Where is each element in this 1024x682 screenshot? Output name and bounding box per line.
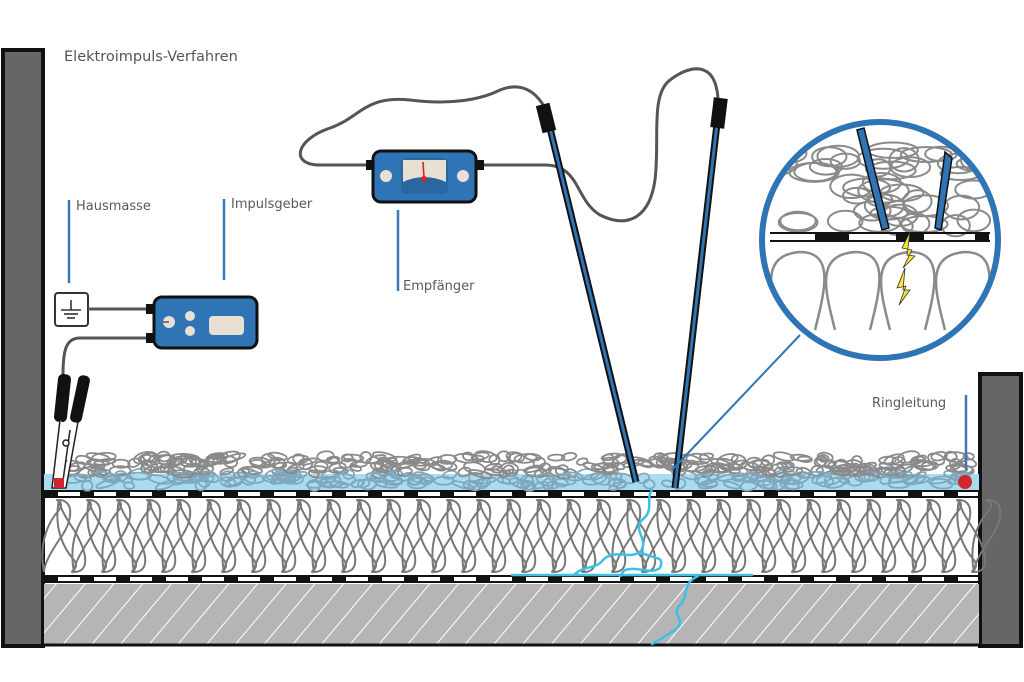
diagram-title: Elektroimpuls-Verfahren: [64, 49, 238, 65]
label-impulsgeber: Impulsgeber: [231, 197, 313, 212]
probe-left: [535, 102, 640, 483]
receiver-device: [366, 149, 484, 204]
ground-symbol-icon: [54, 292, 89, 327]
gravel-layer: [63, 450, 978, 492]
label-ringleitung: Ringleitung: [872, 396, 946, 411]
detail-magnifier: [671, 119, 1001, 471]
probe-right: [671, 97, 728, 489]
impulse-generator-device: [146, 295, 259, 350]
button-icon: [185, 311, 195, 321]
lightning-bolt-icon: [896, 231, 916, 306]
label-hausmasse: Hausmasse: [76, 199, 151, 214]
leak-path: [510, 488, 754, 646]
receiver-cable-right: [480, 67, 720, 223]
insulation-layer: [41, 498, 1002, 574]
receiver-cable-left: [298, 85, 547, 167]
upper-membrane: [44, 490, 980, 498]
display-icon: [209, 316, 244, 335]
label-empfaenger: Empfänger: [403, 279, 475, 294]
clamp-cable: [61, 336, 150, 376]
alligator-clamp-icon: [51, 373, 90, 489]
left-wall: [1, 48, 45, 648]
analog-meter-icon: [403, 160, 446, 182]
button-icon: [185, 326, 195, 336]
lower-membrane: [44, 575, 980, 583]
concrete-slab: [44, 584, 979, 644]
detail-leader-line: [671, 334, 801, 471]
right-wall: [978, 372, 1023, 648]
ring-line-marker: [958, 475, 972, 489]
